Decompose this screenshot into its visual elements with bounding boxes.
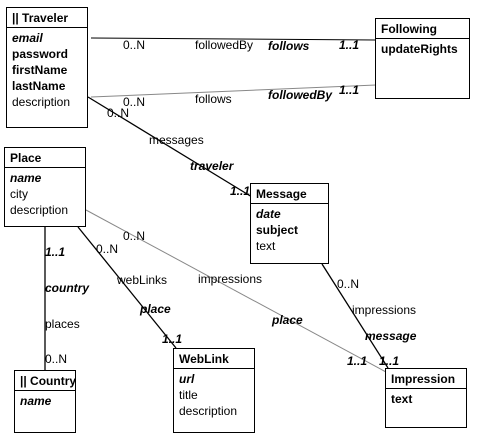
multiplicity-label: 0..N xyxy=(123,229,146,243)
class-following[interactable]: Following updateRights xyxy=(375,18,470,99)
class-place[interactable]: Place name city description xyxy=(4,147,86,227)
multiplicity-label: 0..N xyxy=(45,352,68,366)
class-country[interactable]: || Country name xyxy=(14,370,76,433)
multiplicity-label: 0..N xyxy=(107,106,130,120)
association-name-label: follows xyxy=(195,92,232,106)
attribute-text: text xyxy=(256,239,276,253)
association-name-label: places xyxy=(45,317,80,331)
role-label: place xyxy=(272,313,303,327)
assoc-line-followedby xyxy=(90,37,377,41)
class-traveler-attributes: email password firstName lastName descri… xyxy=(7,28,87,112)
class-following-title: Following xyxy=(376,19,469,39)
class-message-title: Message xyxy=(251,184,328,204)
attribute-url: url xyxy=(179,372,195,386)
class-country-attributes: name xyxy=(15,391,75,411)
assoc-line-message-impressions xyxy=(321,263,389,369)
class-following-attributes: updateRights xyxy=(376,39,469,59)
attribute-description: description xyxy=(12,95,71,109)
association-name-label: impressions xyxy=(198,272,263,286)
class-weblink-attributes: url title description xyxy=(174,369,254,421)
multiplicity-label: 1..1 xyxy=(339,83,360,97)
multiplicity-label: 1..1 xyxy=(162,332,183,346)
attribute-lastname: lastName xyxy=(12,79,66,93)
class-message[interactable]: Message date subject text xyxy=(250,183,329,264)
role-label: message xyxy=(365,329,417,343)
multiplicity-label: 0..N xyxy=(123,38,146,52)
attribute-text: text xyxy=(391,392,413,406)
role-label: follows xyxy=(268,39,310,53)
role-label: country xyxy=(45,281,90,295)
assoc-line-messages xyxy=(87,96,253,198)
role-label: place xyxy=(140,302,171,316)
assoc-line-weblinks xyxy=(77,226,177,349)
attribute-date: date xyxy=(256,207,281,221)
attribute-password: password xyxy=(12,47,69,61)
class-impression-attributes: text xyxy=(386,389,466,409)
assoc-line-follows xyxy=(90,84,377,98)
association-name-label: messages xyxy=(149,133,204,147)
attribute-subject: subject xyxy=(256,223,299,237)
attribute-updaterights: updateRights xyxy=(381,42,458,56)
class-place-attributes: name city description xyxy=(5,168,85,220)
attribute-email: email xyxy=(12,31,43,45)
attribute-city: city xyxy=(10,187,28,201)
multiplicity-label: 0..N xyxy=(96,242,119,256)
multiplicity-label: 1..1 xyxy=(45,245,66,259)
role-label: followedBy xyxy=(268,88,333,102)
class-impression-title: Impression xyxy=(386,369,466,389)
association-name-label: impressions xyxy=(352,303,417,317)
class-weblink[interactable]: WebLink url title description xyxy=(173,348,255,433)
class-impression[interactable]: Impression text xyxy=(385,368,467,428)
multiplicity-label: 1..1 xyxy=(230,184,251,198)
class-traveler-title: || Traveler xyxy=(7,8,87,28)
attribute-name: name xyxy=(10,171,42,185)
class-message-attributes: date subject text xyxy=(251,204,328,256)
class-traveler[interactable]: || Traveler email password firstName las… xyxy=(6,7,88,128)
attribute-firstname: firstName xyxy=(12,63,68,77)
association-name-label: webLinks xyxy=(117,273,168,287)
attribute-title: title xyxy=(179,388,198,402)
multiplicity-label: 1..1 xyxy=(347,354,368,368)
multiplicity-label: 1..1 xyxy=(339,38,360,52)
attribute-name: name xyxy=(20,394,52,408)
class-country-title: || Country xyxy=(15,371,76,391)
class-weblink-title: WebLink xyxy=(174,349,254,369)
multiplicity-label: 0..N xyxy=(123,95,146,109)
class-place-title: Place xyxy=(5,148,85,168)
assoc-line-place-impressions xyxy=(85,209,387,373)
attribute-description: description xyxy=(10,203,69,217)
association-name-label: followedBy xyxy=(195,38,254,52)
multiplicity-label: 0..N xyxy=(337,277,360,291)
role-label: traveler xyxy=(190,159,234,173)
multiplicity-label: 1..1 xyxy=(379,354,400,368)
attribute-description: description xyxy=(179,404,238,418)
